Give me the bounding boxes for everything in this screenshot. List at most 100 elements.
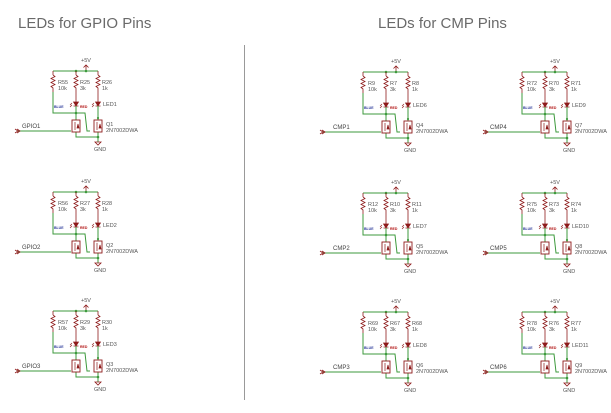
red-led-label: RED xyxy=(80,105,88,109)
r-mid-value: 3k xyxy=(549,87,555,93)
blue-led-icon xyxy=(382,102,390,108)
q-mosfet-a-icon xyxy=(540,360,550,374)
mid-resistor-icon xyxy=(73,74,79,92)
transistor-ref: Q5 xyxy=(416,244,423,250)
blue-led-icon xyxy=(541,102,549,108)
transistor-part: 2N7002DWA xyxy=(106,128,138,134)
r-right-value: 1k xyxy=(412,327,418,333)
ground-label: GND xyxy=(563,388,575,394)
q-mosfet-b-icon xyxy=(562,241,572,255)
ground-label: GND xyxy=(94,387,106,393)
transistor-part: 2N7002DWA xyxy=(106,368,138,374)
r-right-ref: R26 xyxy=(102,80,112,86)
r-left-ref: R75 xyxy=(527,202,537,208)
left-resistor-icon xyxy=(360,315,366,333)
supply-label: +5V xyxy=(391,180,401,186)
signal-port-icon xyxy=(14,249,21,255)
ground-icon xyxy=(94,262,102,267)
supply-label: +5V xyxy=(81,298,91,304)
section-divider xyxy=(244,45,245,400)
r-mid-value: 3k xyxy=(80,207,86,213)
transistor-ref: Q4 xyxy=(416,123,423,129)
signal-port-icon xyxy=(482,369,489,375)
supply-label: +5V xyxy=(391,59,401,65)
blue-led-label: BLUE xyxy=(54,105,64,109)
led-ref: LED6 xyxy=(413,103,427,109)
ground-icon xyxy=(563,142,571,147)
mid-resistor-icon xyxy=(73,195,79,213)
supply-label: +5V xyxy=(550,59,560,65)
q-mosfet-b-icon xyxy=(93,119,103,133)
q-mosfet-b-icon xyxy=(562,120,572,134)
right-resistor-icon xyxy=(564,196,570,214)
transistor-ref: Q1 xyxy=(106,122,113,128)
signal-port-icon xyxy=(14,128,21,134)
r-right-ref: R8 xyxy=(412,81,419,87)
red-led-label: RED xyxy=(390,346,398,350)
r-left-ref: R56 xyxy=(58,201,68,207)
r-left-ref: R9 xyxy=(368,81,375,87)
led-ref: LED8 xyxy=(413,343,427,349)
red-led-label: RED xyxy=(549,346,557,350)
r-mid-value: 3k xyxy=(549,208,555,214)
r-mid-value: 3k xyxy=(549,327,555,333)
red-led-label: RED xyxy=(80,345,88,349)
red-led-label: RED xyxy=(390,227,398,231)
transistor-part: 2N7002DWA xyxy=(106,249,138,255)
signal-label: CMP3 xyxy=(333,365,350,371)
r-right-ref: R74 xyxy=(571,202,581,208)
transistor-part: 2N7002DWA xyxy=(416,129,448,135)
q-mosfet-a-icon xyxy=(71,359,81,373)
blue-led-label: BLUE xyxy=(364,106,374,110)
mid-resistor-icon xyxy=(542,315,548,333)
left-resistor-icon xyxy=(519,75,525,93)
blue-led-label: BLUE xyxy=(523,106,533,110)
blue-led-icon xyxy=(541,342,549,348)
transistor-part: 2N7002DWA xyxy=(575,369,607,375)
ground-icon xyxy=(404,382,412,387)
r-mid-ref: R29 xyxy=(80,320,90,326)
blue-led-icon xyxy=(382,342,390,348)
r-mid-value: 3k xyxy=(80,326,86,332)
ground-label: GND xyxy=(94,147,106,153)
right-resistor-icon xyxy=(564,315,570,333)
q-mosfet-a-icon xyxy=(381,120,391,134)
ground-icon xyxy=(94,141,102,146)
q-mosfet-a-icon xyxy=(381,360,391,374)
left-resistor-icon xyxy=(519,315,525,333)
q-mosfet-a-icon xyxy=(381,241,391,255)
r-right-value: 1k xyxy=(571,327,577,333)
r-mid-ref: R76 xyxy=(549,321,559,327)
q-mosfet-b-icon xyxy=(403,241,413,255)
r-right-value: 1k xyxy=(571,208,577,214)
left-resistor-icon xyxy=(360,75,366,93)
r-left-ref: R12 xyxy=(368,202,378,208)
r-mid-value: 3k xyxy=(390,327,396,333)
supply-label: +5V xyxy=(550,299,560,305)
transistor-ref: Q9 xyxy=(575,363,582,369)
red-led-icon xyxy=(563,223,571,229)
ground-label: GND xyxy=(404,388,416,394)
right-resistor-icon xyxy=(95,195,101,213)
transistor-part: 2N7002DWA xyxy=(416,250,448,256)
r-mid-value: 3k xyxy=(80,86,86,92)
transistor-ref: Q8 xyxy=(575,244,582,250)
r-left-value: 10k xyxy=(58,326,67,332)
left-resistor-icon xyxy=(360,196,366,214)
right-resistor-icon xyxy=(95,314,101,332)
left-resistor-icon xyxy=(50,74,56,92)
q-mosfet-a-icon xyxy=(71,119,81,133)
r-left-value: 10k xyxy=(58,207,67,213)
signal-label: GPIO3 xyxy=(22,364,41,370)
ground-icon xyxy=(404,142,412,147)
r-left-value: 10k xyxy=(368,87,377,93)
right-resistor-icon xyxy=(95,74,101,92)
led-ref: LED2 xyxy=(103,223,117,229)
red-led-label: RED xyxy=(80,226,88,230)
r-mid-ref: R73 xyxy=(549,202,559,208)
r-right-value: 1k xyxy=(102,207,108,213)
right-resistor-icon xyxy=(405,315,411,333)
